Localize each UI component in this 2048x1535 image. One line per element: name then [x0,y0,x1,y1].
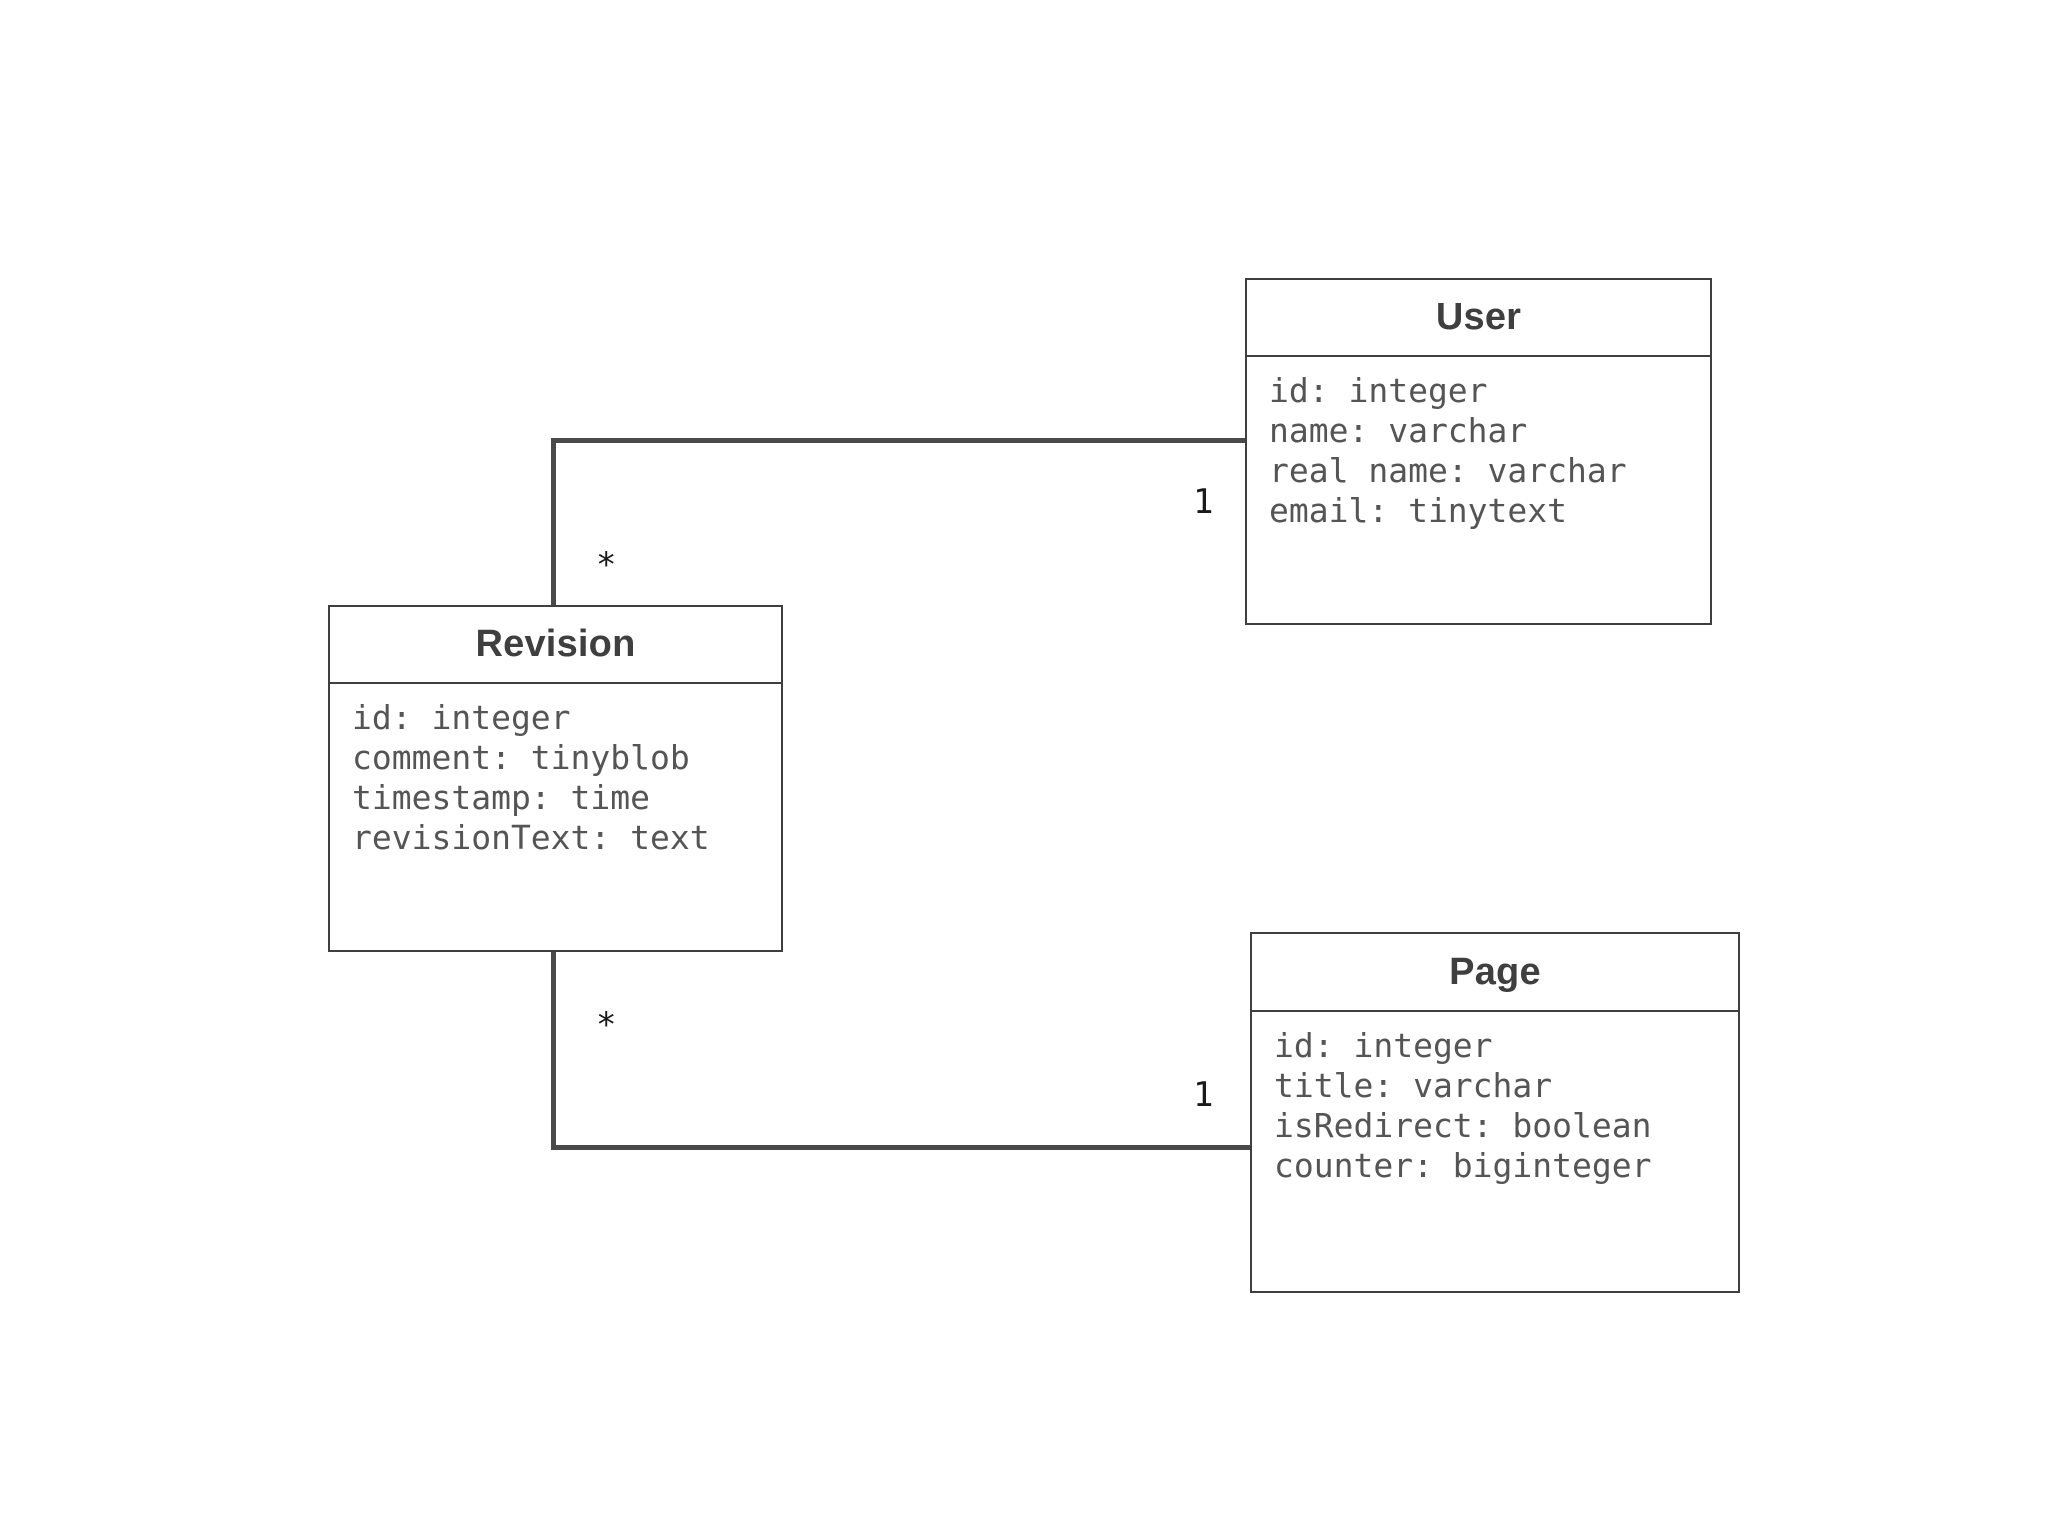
connector-revision-page-vertical [551,950,556,1150]
class-header-user: User [1247,280,1710,357]
multiplicity-revision-page-one: 1 [1193,1075,1214,1115]
class-title-revision: Revision [475,623,636,665]
class-attributes-page: id: integer title: varchar isRedirect: b… [1252,1012,1738,1291]
class-title-page: Page [1449,950,1541,993]
class-attribute: isRedirect: boolean [1274,1106,1652,1145]
class-box-page[interactable]: Page id: integer title: varchar isRedire… [1250,932,1740,1293]
class-attribute: real name: varchar [1269,451,1627,490]
class-attribute: name: varchar [1269,411,1528,450]
class-box-user[interactable]: User id: integer name: varchar real name… [1245,278,1712,625]
class-header-page: Page [1252,934,1738,1012]
class-attribute: email: tinytext [1269,491,1568,530]
class-attribute: counter: biginteger [1274,1146,1652,1185]
class-attributes-revision: id: integer comment: tinyblob timestamp:… [330,684,781,950]
class-attribute: id: integer [1274,1026,1493,1065]
class-attribute: revisionText: text [352,818,710,857]
connector-revision-user-vertical [551,438,556,608]
connector-revision-page-horizontal [551,1145,1254,1150]
class-attribute: title: varchar [1274,1066,1553,1105]
class-attribute: comment: tinyblob [352,738,690,777]
class-attribute: timestamp: time [352,778,651,817]
class-header-revision: Revision [330,607,781,684]
multiplicity-revision-user-one: 1 [1193,482,1214,522]
multiplicity-revision-page-star: * [596,1005,617,1045]
class-attribute: id: integer [352,698,571,737]
class-attribute: id: integer [1269,371,1488,410]
connector-revision-user-horizontal [551,438,1249,443]
class-box-revision[interactable]: Revision id: integer comment: tinyblob t… [328,605,783,952]
multiplicity-revision-user-star: * [596,545,617,585]
class-title-user: User [1435,296,1522,338]
class-attributes-user: id: integer name: varchar real name: var… [1247,357,1710,623]
